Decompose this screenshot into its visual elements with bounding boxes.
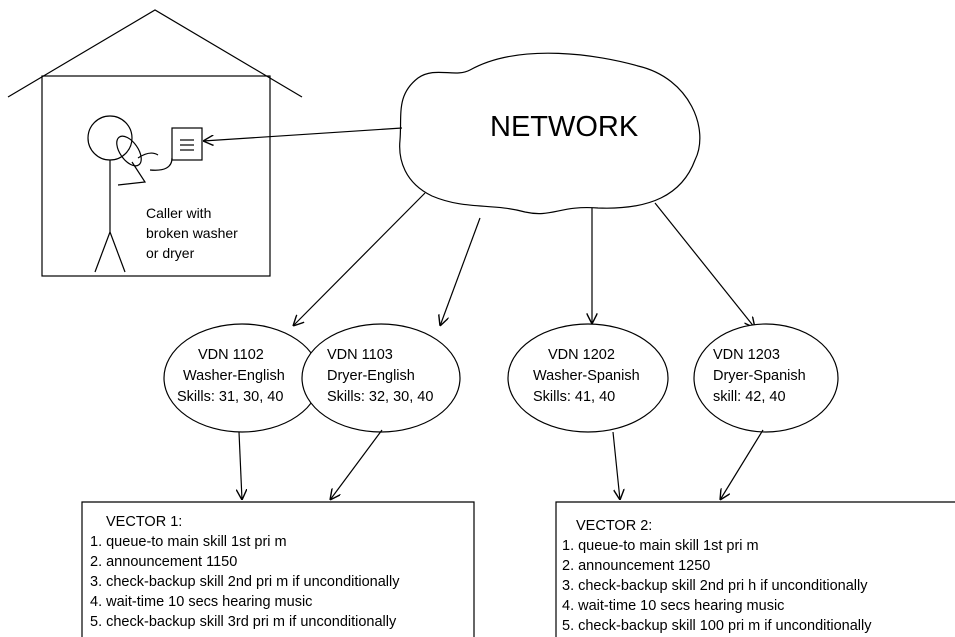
vdn-1203-to-vector-2-arrow	[720, 429, 764, 500]
house-roof	[7, 9, 303, 98]
network-label: NETWORK	[490, 111, 639, 143]
vdn-node: VDN 1203 Dryer-Spanish skill: 42, 40	[693, 323, 839, 433]
vector-box-outline	[555, 501, 955, 637]
caller-label: Caller with broken washer or dryer	[146, 205, 242, 261]
house-walls	[41, 75, 271, 277]
vdn-label: VDN 1103 Dryer-English Skills: 32, 30, 4…	[327, 347, 433, 405]
caller-left-leg	[94, 231, 111, 273]
network-to-vdn-1102-arrow	[293, 192, 426, 326]
vector-box-outline	[81, 501, 475, 637]
vdn-label: VDN 1102 Washer-English Skills: 31, 30, …	[177, 347, 289, 405]
vdn-node: VDN 1103 Dryer-English Skills: 32, 30, 4…	[301, 323, 461, 433]
vdn-1102-to-vector-1-arrow	[239, 431, 242, 500]
network-to-vdn-1103-arrow	[440, 217, 481, 326]
caller-arm	[117, 161, 147, 186]
vector-box: VECTOR 2: 1. queue-to main skill 1st pri…	[555, 501, 955, 637]
vector-box: VECTOR 1: 1. queue-to main skill 1st pri…	[81, 501, 475, 637]
vdn-1103-to-vector-1-arrow	[330, 429, 383, 500]
vdn-label: VDN 1202 Washer-Spanish Skills: 41, 40	[533, 347, 644, 405]
vector-title: VECTOR 1:	[106, 514, 182, 530]
network-cloud	[399, 52, 701, 215]
house	[7, 9, 303, 277]
caller-right-leg	[109, 231, 126, 273]
vdn-ellipse	[507, 323, 669, 433]
network-to-phone-arrow	[203, 127, 403, 141]
network-to-vdn-1203-arrow	[654, 202, 755, 328]
vector-steps: 1. queue-to main skill 1st pri m 2. anno…	[562, 538, 872, 634]
vdn-label: VDN 1203 Dryer-Spanish skill: 42, 40	[713, 347, 810, 405]
phone-base	[171, 127, 203, 161]
phone-handset-arm	[137, 152, 159, 159]
vector-title: VECTOR 2:	[576, 518, 652, 534]
vdn-node: VDN 1202 Washer-Spanish Skills: 41, 40	[507, 323, 669, 433]
vector-steps: 1. queue-to main skill 1st pri m 2. anno…	[90, 534, 404, 630]
vdn-node: VDN 1102 Washer-English Skills: 31, 30, …	[163, 323, 321, 433]
phone-handset	[116, 135, 142, 167]
caller-head	[87, 115, 133, 161]
vdn-1202-to-vector-2-arrow	[612, 431, 620, 500]
phone-cord	[149, 157, 173, 171]
vdn-ellipse	[693, 323, 839, 433]
caller-figure	[87, 115, 203, 273]
